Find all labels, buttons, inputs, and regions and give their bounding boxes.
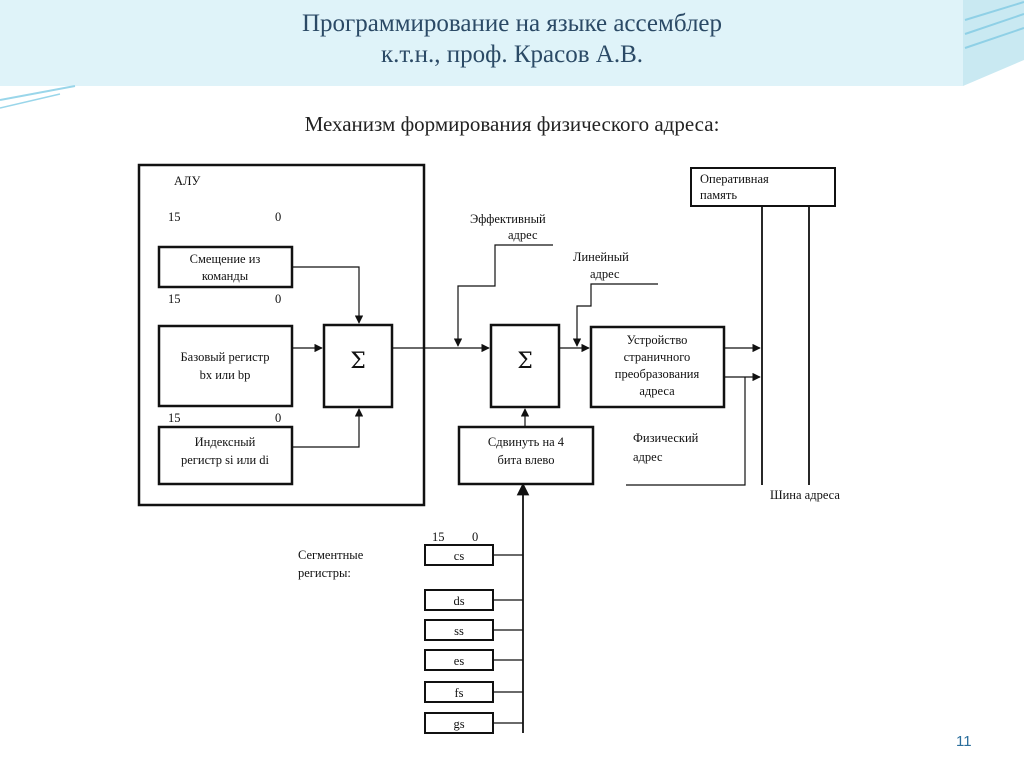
segment-label-2: регистры: [298,566,351,580]
adder-1-sigma: Σ [350,349,366,374]
effective-pointer [453,244,553,347]
slide-subtitle: Механизм формирования физического адреса… [304,112,720,136]
bits-lo-3: 0 [275,411,281,425]
linear-label-2: адрес [590,267,620,281]
address-diagram: АЛУ 15 0 Смещение из команды 15 0 Базовы… [128,151,882,746]
segment-register-label-gs: gs [453,717,464,731]
physical-address-line [626,377,746,486]
bits-hi-3: 15 [168,411,181,425]
ram-box [690,167,836,207]
adder-2-box [489,323,561,409]
title-line-2: к.т.н., проф. Красов А.В. [380,41,644,68]
title-line-1: Программирование на языке ассемблер [301,10,723,37]
base-label-2: bx или bp [200,368,251,382]
diagram-svg: АЛУ 15 0 Смещение из команды 15 0 Базовы… [137,163,840,734]
bits-hi-2: 15 [168,292,181,306]
adder-1-box [322,323,394,409]
segment-register-label-ds: ds [453,594,464,608]
adder-2-sigma: Σ [517,349,533,374]
segment-register-label-cs: cs [454,549,465,563]
paging-label-2: страничного [624,350,691,364]
alu-box [137,163,426,507]
ram-label-1: Оперативная [700,172,769,186]
paging-label-4: адреса [639,384,675,398]
segment-register-label-fs: fs [454,686,463,700]
index-label-1: Индексный [195,435,256,449]
offset-to-adder-arrow [292,266,364,324]
physical-label-1: Физический [633,431,699,445]
shift-label-2: бита влево [498,453,555,467]
offset-label-1: Смещение из [190,252,261,266]
segment-label-1: Сегментные [298,548,364,562]
base-label-1: Базовый регистр [181,350,270,364]
paging-label-3: преобразования [615,367,700,381]
index-to-adder-arrow [292,408,364,448]
segment-registers-group: cs ds ss es fs gs [424,544,523,734]
linear-label-1: Линейный [573,250,629,264]
bits-lo-1: 0 [275,210,281,224]
base-register-box [157,324,294,408]
index-label-2: регистр si или di [181,453,270,467]
page-number: 11 [956,733,972,750]
seg-bits-hi: 15 [432,530,445,544]
paging-unit-box [589,325,726,409]
segment-register-label-es: es [454,654,465,668]
effective-label-2: адрес [508,228,538,242]
index-register-box [157,425,294,486]
effective-label-1: Эффективный [470,212,546,226]
header-band [0,0,963,86]
shift-label-1: Сдвинуть на 4 [488,435,565,449]
bits-lo-2: 0 [275,292,281,306]
paging-label-1: Устройство [627,333,688,347]
physical-label-2: адрес [633,450,663,464]
offset-label-2: команды [202,269,249,283]
slide-title: Программирование на языке ассемблер к.т.… [0,8,1024,70]
bits-hi-1: 15 [168,210,181,224]
seg-bits-lo: 0 [472,530,478,544]
segment-register-label-ss: ss [454,624,464,638]
alu-label: АЛУ [174,174,201,188]
bus-label: Шина адреса [770,488,840,502]
ram-label-2: память [700,188,737,202]
linear-pointer [572,283,658,347]
